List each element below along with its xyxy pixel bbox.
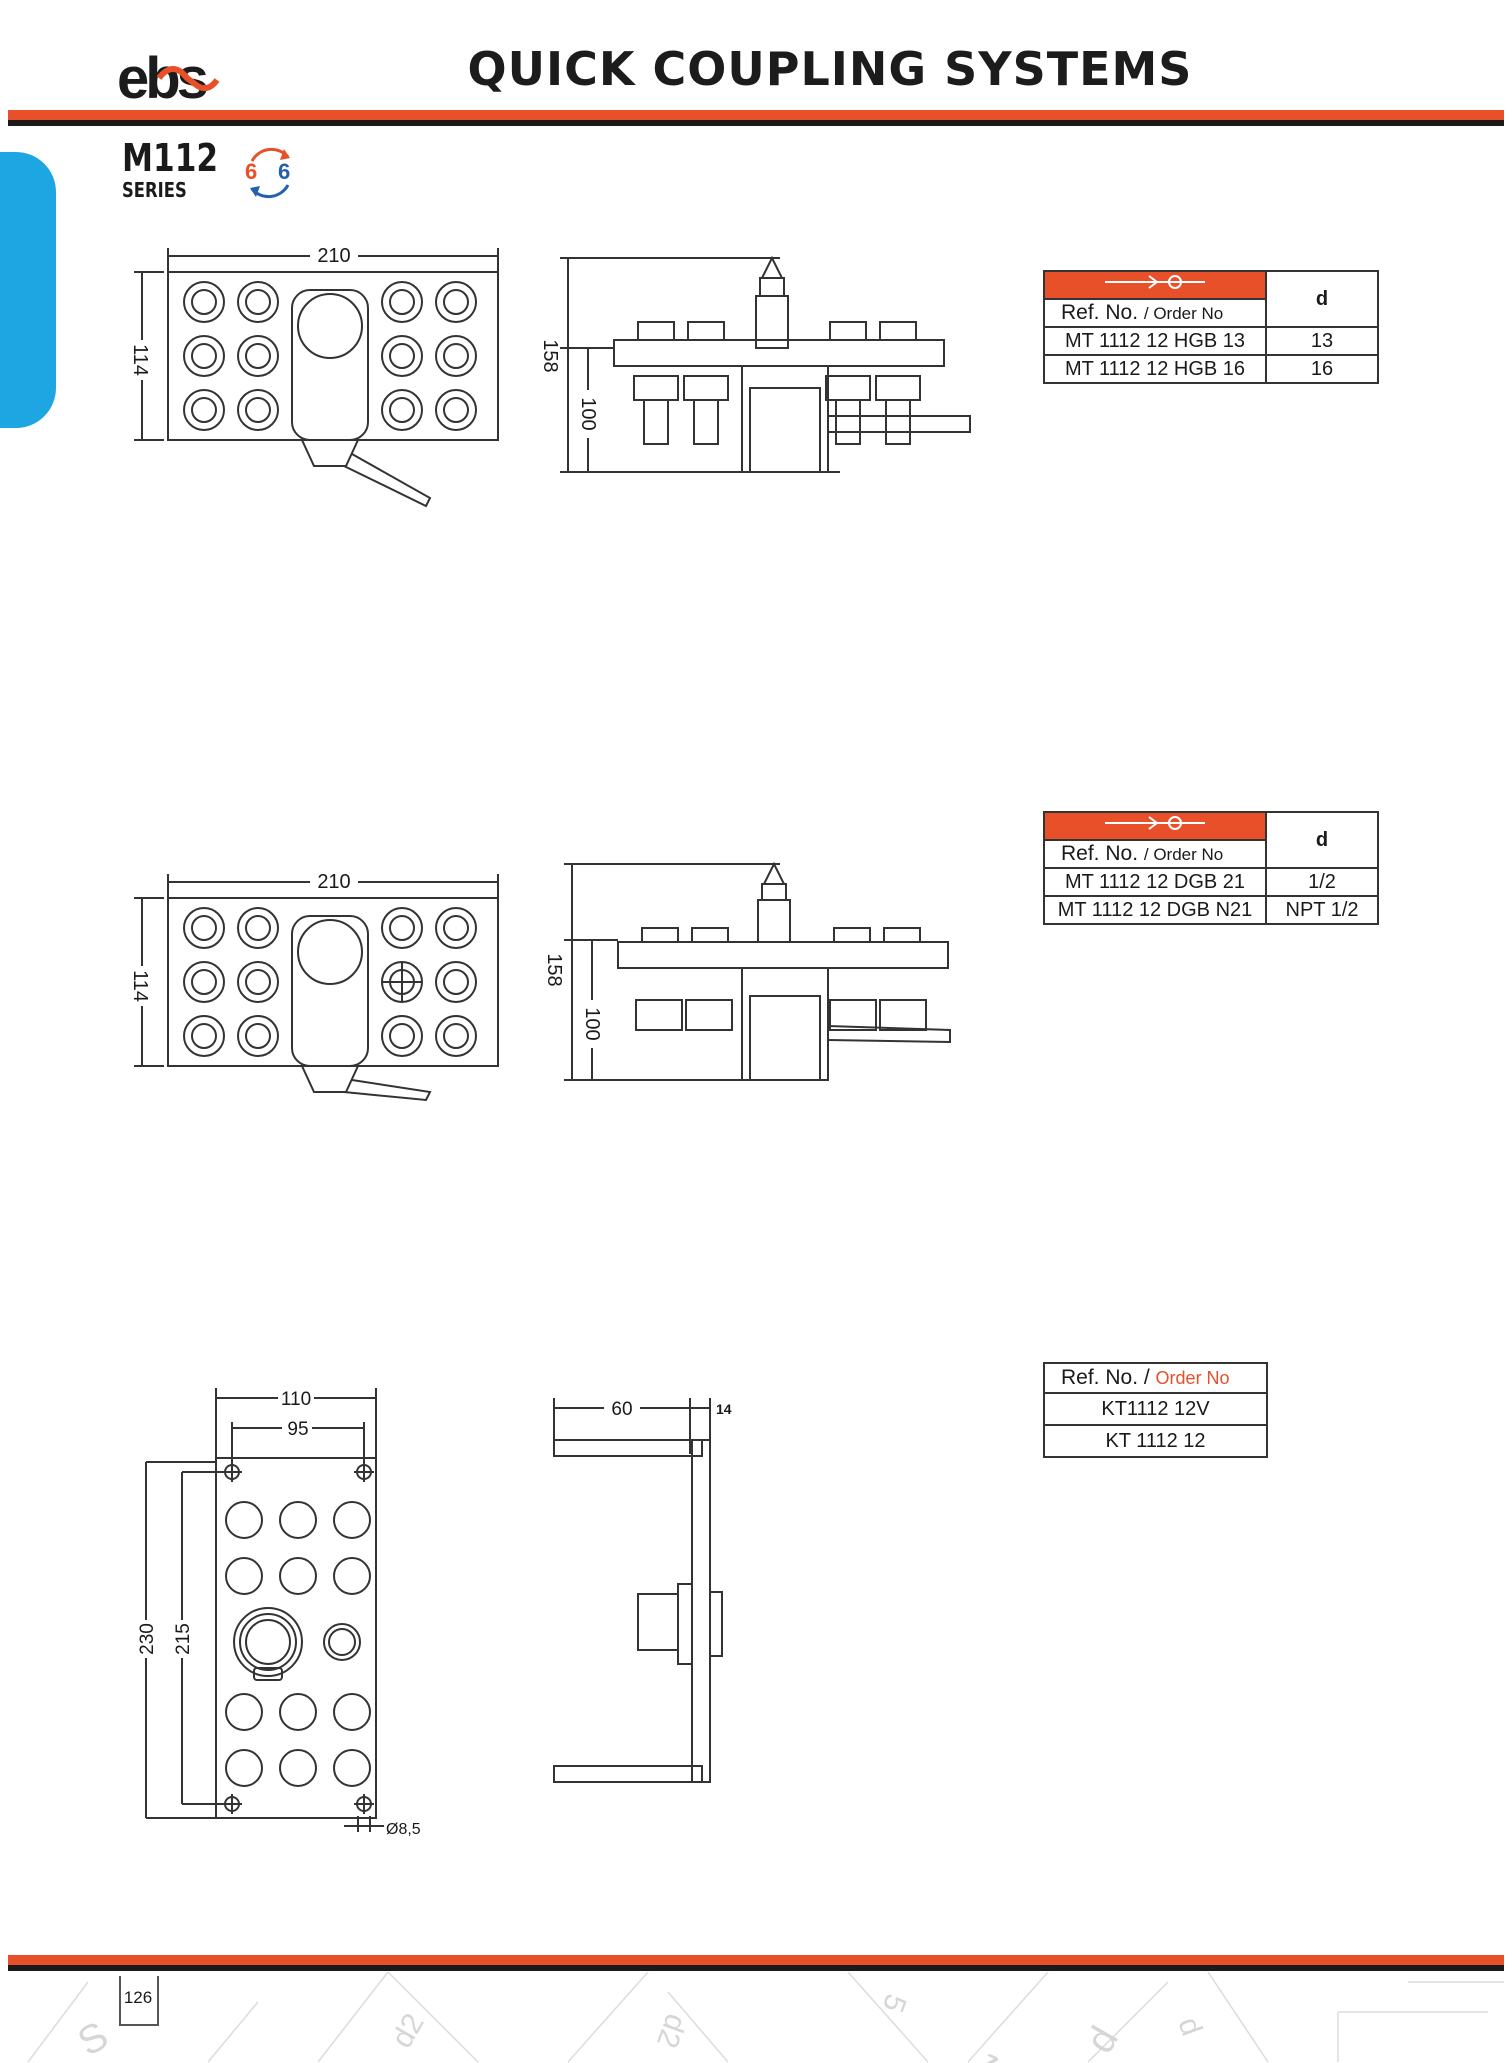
dim-plate-width-outer: 110 — [281, 1389, 311, 1410]
table-header-ref: Ref. No. / Order No — [1043, 839, 1267, 869]
dim-total-height-2: 158 — [544, 953, 565, 986]
badge-left: 6 — [245, 159, 257, 184]
rotation-arrows-icon: 6 6 — [245, 147, 290, 199]
dim-base-height-1: 100 — [577, 397, 599, 430]
dim-width-2: 210 — [317, 871, 350, 893]
spec-table-3: Ref. No. / Order No KT1112 12V KT 1112 1… — [1043, 1362, 1268, 1458]
plate-side-drawing: 60 14 — [553, 1398, 732, 1783]
table-header-symbol — [1043, 811, 1267, 841]
front-view-drawing-1: 210 114 — [130, 244, 499, 508]
side-tab — [0, 152, 56, 428]
dim-plate-width-inner: 95 — [287, 1419, 308, 1440]
badge-right: 6 — [278, 159, 290, 184]
watermark-text: d2 — [650, 2010, 692, 2053]
series-code: M112 — [122, 136, 219, 180]
header-rule-orange — [8, 110, 1504, 120]
watermark-text: d2 — [385, 2008, 430, 2053]
logo-swoosh-icon — [156, 66, 220, 92]
table-header-d: d — [1265, 811, 1379, 869]
side-view-drawing-2: 158 100 — [544, 861, 951, 1081]
side-view-drawing-1: 158 100 — [540, 255, 971, 473]
table-header-symbol — [1043, 270, 1267, 300]
dim-total-height-1: 158 — [540, 339, 561, 372]
dim-plate-height-inner: 215 — [173, 1623, 194, 1655]
logo-text: ebs — [117, 46, 207, 108]
dim-base-height-2: 100 — [581, 1007, 603, 1040]
watermark-text: d — [1078, 2019, 1127, 2060]
table-row: KT1112 12V — [1043, 1392, 1268, 1426]
watermark-text: 5 — [876, 1990, 913, 2017]
table-row: KT 1112 12 — [1043, 1424, 1268, 1458]
watermark-text: 10 — [960, 2045, 1020, 2063]
front-view-drawing-2: 210 114 — [130, 870, 499, 1102]
series-label: SERIES — [122, 178, 187, 202]
table-header-d: d — [1265, 270, 1379, 328]
footer-rule-black — [8, 1965, 1504, 1971]
page-number-box — [119, 1976, 159, 2026]
watermark-text: S — [71, 2013, 116, 2063]
footer-watermark: S d2 d2 5 10 d d — [27, 1972, 1504, 2063]
dim-height-1: 114 — [130, 344, 151, 376]
dim-plate-depth: 60 — [611, 1399, 632, 1420]
dim-height-2: 114 — [130, 970, 151, 1002]
dim-plate-thickness: 14 — [716, 1401, 732, 1417]
page-number: 126 — [123, 1988, 153, 2007]
coupling-symbol-icon — [1105, 275, 1205, 289]
dim-plate-height-outer: 230 — [137, 1623, 158, 1655]
page-title: QUICK COUPLING SYSTEMS — [467, 42, 1193, 96]
ebs-logo: ebs — [117, 46, 220, 108]
table-header-ref: Ref. No. / Order No — [1043, 1362, 1268, 1394]
plate-front-drawing: 110 95 230 215 Ø8,5 — [136, 1388, 421, 1838]
dim-hole-diameter: Ø8,5 — [386, 1821, 421, 1838]
coupling-symbol-icon — [1105, 816, 1205, 830]
header-rule-black — [8, 120, 1504, 126]
dim-width-1: 210 — [317, 245, 350, 267]
table-header-ref: Ref. No. / Order No — [1043, 298, 1267, 328]
watermark-text: d — [1171, 2013, 1208, 2040]
footer-rule-orange — [8, 1955, 1504, 1965]
